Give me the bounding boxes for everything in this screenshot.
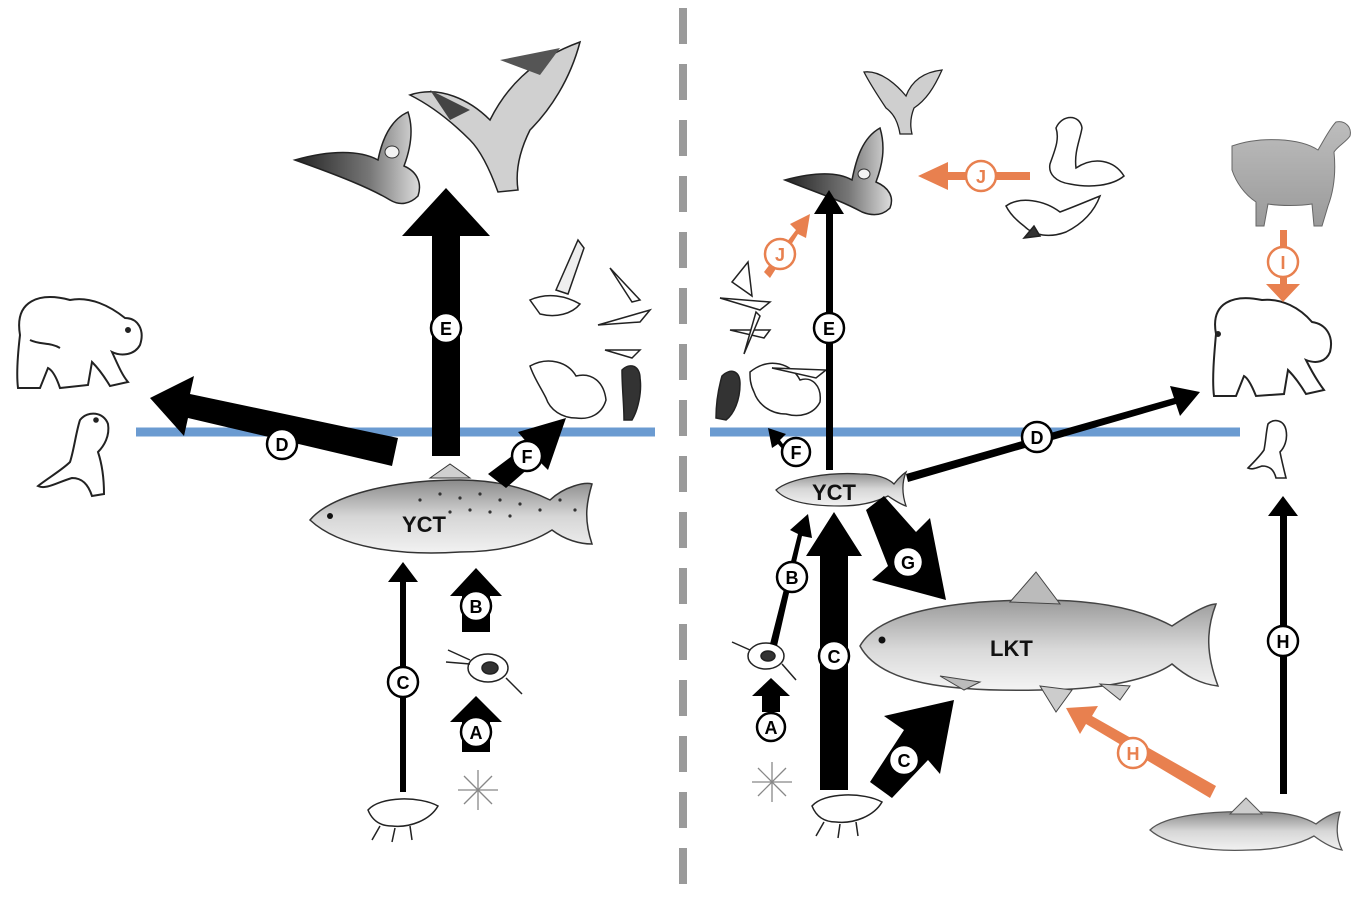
svg-text:A: A bbox=[765, 718, 778, 738]
bear-illustration-right bbox=[1212, 297, 1332, 398]
link-labels: E D F B C A E D F G B C A C H I J J H bbox=[265, 159, 1300, 777]
eagle-illustration-right bbox=[782, 126, 893, 216]
amphipod-illustration-right bbox=[811, 794, 884, 839]
svg-text:C: C bbox=[828, 647, 841, 667]
label-c-right-lkt: C bbox=[887, 743, 921, 777]
label-d-right: D bbox=[1020, 420, 1054, 454]
zooplankton-illustration-right bbox=[731, 641, 797, 681]
eagle-illustration-left bbox=[292, 110, 421, 205]
svg-text:E: E bbox=[440, 319, 452, 339]
svg-text:F: F bbox=[522, 447, 533, 467]
label-a-left: A bbox=[459, 715, 493, 749]
label-e-right: E bbox=[812, 311, 846, 345]
arrow-d-right bbox=[906, 386, 1200, 482]
svg-text:A: A bbox=[470, 723, 483, 743]
water-birds-illustration-left bbox=[528, 238, 653, 421]
svg-text:J: J bbox=[775, 245, 785, 265]
label-d-left: D bbox=[265, 427, 299, 461]
svg-text:D: D bbox=[1031, 428, 1044, 448]
label-h-right-lkt: H bbox=[1116, 736, 1150, 770]
phytoplankton-illustration-right bbox=[752, 762, 792, 802]
label-j-right-birds: J bbox=[763, 237, 797, 271]
label-a-right: A bbox=[755, 711, 787, 743]
label-b-right: B bbox=[775, 560, 809, 594]
otter-illustration-left bbox=[36, 412, 110, 498]
svg-text:H: H bbox=[1127, 744, 1140, 764]
water-birds-illustration-right bbox=[715, 260, 829, 421]
svg-text:F: F bbox=[791, 443, 802, 463]
svg-text:E: E bbox=[823, 319, 835, 339]
lkt-fish: LKT bbox=[859, 571, 1220, 713]
label-c-right-yct: C bbox=[817, 639, 851, 673]
arrow-a-right bbox=[752, 678, 790, 712]
otter-illustration-right bbox=[1246, 419, 1288, 479]
sucker-fish-illustration bbox=[1149, 797, 1344, 851]
label-h-right-otter: H bbox=[1266, 624, 1300, 658]
label-b-left: B bbox=[459, 589, 493, 623]
svg-text:D: D bbox=[276, 435, 289, 455]
yct-fish-right: YCT bbox=[775, 470, 908, 508]
label-g-right: G bbox=[891, 545, 925, 579]
svg-text:B: B bbox=[470, 597, 483, 617]
svg-text:B: B bbox=[786, 568, 799, 588]
goose-illustration-right bbox=[1005, 194, 1102, 239]
svg-text:G: G bbox=[901, 553, 915, 573]
yct-fish-left: YCT bbox=[308, 463, 594, 554]
label-c-left: C bbox=[386, 665, 420, 699]
osprey-illustration-right bbox=[863, 69, 944, 135]
label-j-right-swan: J bbox=[964, 159, 998, 193]
yct-label-left: YCT bbox=[402, 512, 447, 537]
arrow-d-left bbox=[150, 376, 398, 466]
svg-text:C: C bbox=[397, 673, 410, 693]
label-i-right: I bbox=[1266, 245, 1300, 279]
label-f-right: F bbox=[780, 436, 812, 468]
svg-text:J: J bbox=[976, 167, 986, 187]
zooplankton-illustration-left bbox=[445, 649, 523, 695]
amphipod-illustration-left bbox=[367, 798, 440, 843]
osprey-illustration-left bbox=[408, 40, 582, 193]
bear-illustration-left bbox=[16, 296, 143, 390]
label-f-left: F bbox=[510, 439, 544, 473]
elk-calf-illustration-right bbox=[1231, 121, 1351, 227]
label-e-left: E bbox=[429, 311, 463, 345]
yct-label-right: YCT bbox=[812, 480, 857, 505]
svg-text:C: C bbox=[898, 751, 911, 771]
swan-illustration-right bbox=[1048, 116, 1125, 187]
lkt-label: LKT bbox=[990, 636, 1033, 661]
svg-text:I: I bbox=[1280, 253, 1285, 273]
phytoplankton-illustration-left bbox=[458, 770, 498, 810]
svg-text:H: H bbox=[1277, 632, 1290, 652]
